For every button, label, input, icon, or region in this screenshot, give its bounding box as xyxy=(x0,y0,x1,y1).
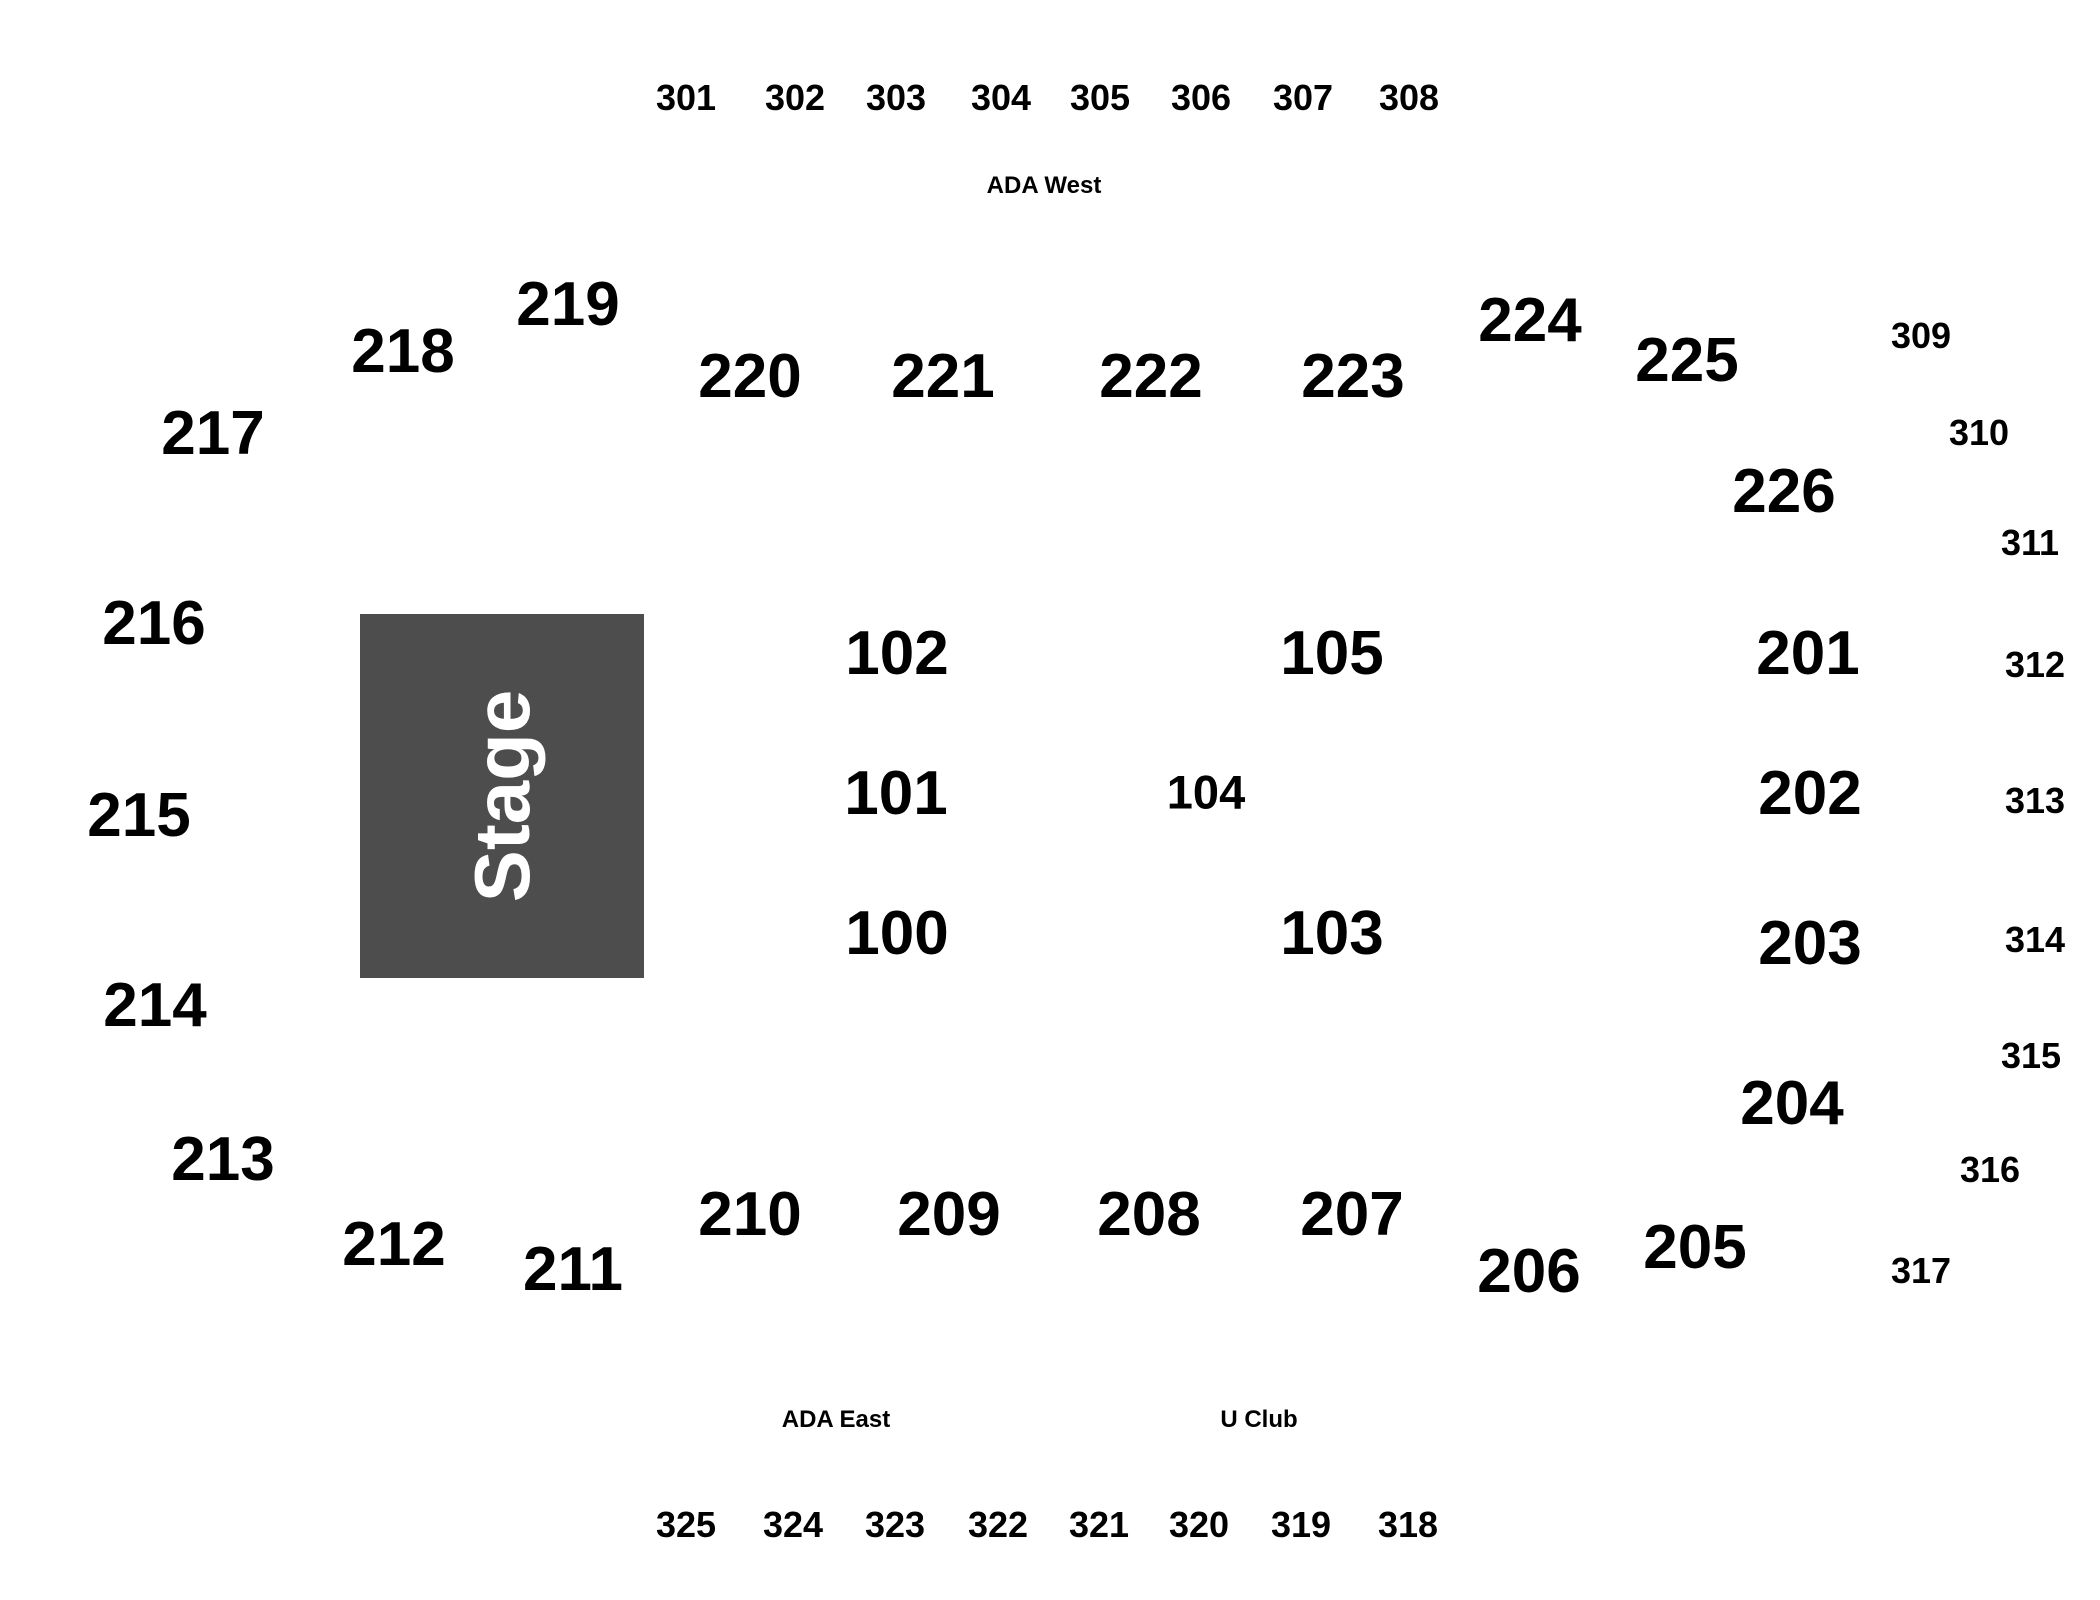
section-216[interactable]: 216 xyxy=(102,589,206,658)
section-322[interactable]: 322 xyxy=(967,1504,1029,1545)
section-209[interactable]: 209 xyxy=(897,1180,1001,1249)
section-204[interactable]: 204 xyxy=(1740,1069,1844,1138)
section-208[interactable]: 208 xyxy=(1097,1180,1201,1249)
section-302[interactable]: 302 xyxy=(764,77,826,118)
section-226[interactable]: 226 xyxy=(1732,457,1836,526)
section-104[interactable]: 104 xyxy=(1166,765,1246,819)
section-221[interactable]: 221 xyxy=(891,342,995,411)
section-314[interactable]: 314 xyxy=(2004,919,2066,960)
section-305[interactable]: 305 xyxy=(1069,77,1131,118)
section-103[interactable]: 103 xyxy=(1280,899,1384,968)
section-219[interactable]: 219 xyxy=(516,270,620,339)
section-315[interactable]: 315 xyxy=(2000,1035,2062,1076)
section-205[interactable]: 205 xyxy=(1643,1213,1747,1282)
section-308[interactable]: 308 xyxy=(1378,77,1440,118)
area-ada-west[interactable]: ADA West xyxy=(986,172,1102,199)
section-213[interactable]: 213 xyxy=(171,1125,275,1194)
section-311[interactable]: 311 xyxy=(2000,522,2060,563)
section-320[interactable]: 320 xyxy=(1168,1504,1230,1545)
stage: Stage xyxy=(360,614,644,978)
area-u-club[interactable]: U Club xyxy=(1220,1406,1298,1433)
section-319[interactable]: 319 xyxy=(1270,1504,1332,1545)
section-220[interactable]: 220 xyxy=(698,342,802,411)
area-ada-east[interactable]: ADA East xyxy=(781,1406,891,1433)
section-222[interactable]: 222 xyxy=(1099,342,1203,411)
section-304[interactable]: 304 xyxy=(970,77,1032,118)
section-202[interactable]: 202 xyxy=(1758,759,1862,828)
section-307[interactable]: 307 xyxy=(1272,77,1334,118)
section-223[interactable]: 223 xyxy=(1301,342,1405,411)
section-211[interactable]: 211 xyxy=(522,1235,624,1304)
section-212[interactable]: 212 xyxy=(342,1210,446,1279)
section-323[interactable]: 323 xyxy=(864,1504,926,1545)
section-210[interactable]: 210 xyxy=(698,1180,802,1249)
section-303[interactable]: 303 xyxy=(865,77,927,118)
section-215[interactable]: 215 xyxy=(87,781,191,850)
section-310[interactable]: 310 xyxy=(1948,412,2010,453)
section-309[interactable]: 309 xyxy=(1890,315,1952,356)
section-207[interactable]: 207 xyxy=(1300,1180,1404,1249)
section-325[interactable]: 325 xyxy=(655,1504,717,1545)
section-217[interactable]: 217 xyxy=(161,399,265,468)
section-301[interactable]: 301 xyxy=(655,77,717,118)
section-100[interactable]: 100 xyxy=(845,899,949,968)
section-313[interactable]: 313 xyxy=(2004,780,2066,821)
section-102[interactable]: 102 xyxy=(845,619,949,688)
section-318[interactable]: 318 xyxy=(1377,1504,1439,1545)
section-225[interactable]: 225 xyxy=(1635,326,1739,395)
section-224[interactable]: 224 xyxy=(1478,286,1582,355)
section-218[interactable]: 218 xyxy=(351,317,455,386)
section-101[interactable]: 101 xyxy=(844,759,948,828)
section-321[interactable]: 321 xyxy=(1068,1504,1130,1545)
section-306[interactable]: 306 xyxy=(1170,77,1232,118)
section-316[interactable]: 316 xyxy=(1959,1149,2021,1190)
section-317[interactable]: 317 xyxy=(1890,1250,1952,1291)
section-203[interactable]: 203 xyxy=(1758,909,1862,978)
section-206[interactable]: 206 xyxy=(1477,1237,1581,1306)
section-105[interactable]: 105 xyxy=(1280,619,1384,688)
section-201[interactable]: 201 xyxy=(1756,619,1860,688)
section-324[interactable]: 324 xyxy=(762,1504,824,1545)
section-312[interactable]: 312 xyxy=(2004,644,2066,685)
stage-label: Stage xyxy=(458,689,546,903)
section-214[interactable]: 214 xyxy=(103,971,207,1040)
